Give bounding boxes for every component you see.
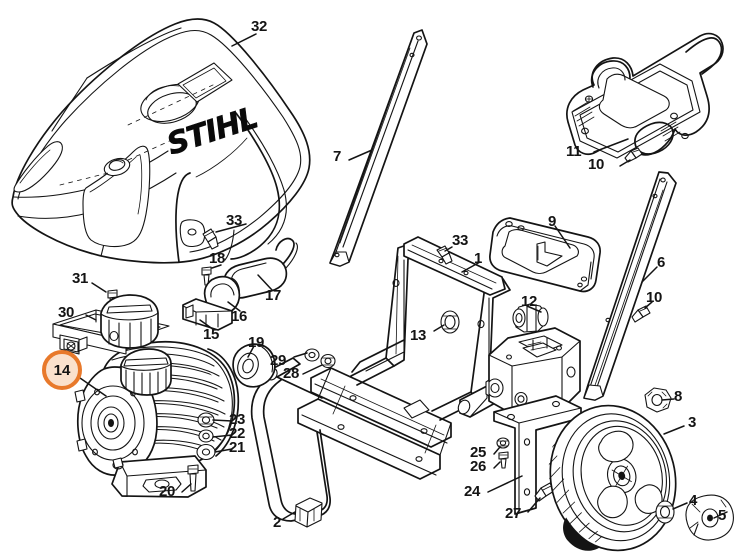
part-33a-screw <box>202 228 219 250</box>
part-13-grommet <box>440 310 460 334</box>
callout-2: 2 <box>273 514 282 531</box>
callout-10-upper: 10 <box>588 156 605 173</box>
callout-11: 11 <box>566 143 582 160</box>
callout-9: 9 <box>548 213 557 230</box>
callout-32: 32 <box>251 18 268 35</box>
callout-5: 5 <box>718 507 727 524</box>
callout-6: 6 <box>657 254 666 271</box>
callout-22: 22 <box>229 425 246 442</box>
part-3-wheel <box>542 404 677 552</box>
part-26-screw <box>498 451 509 469</box>
part-15-bracket-strap <box>182 298 233 331</box>
callout-12: 12 <box>521 293 538 310</box>
highlighted-callout-14[interactable]: 14 <box>42 350 82 390</box>
callout-8: 8 <box>674 388 683 405</box>
part-33b-screw <box>436 245 453 265</box>
part-11-upper-handle-bracket <box>566 32 724 159</box>
callout-30: 30 <box>58 304 75 321</box>
part-28-nut <box>320 353 336 369</box>
callout-29: 29 <box>270 352 287 369</box>
callout-19: 19 <box>248 334 265 351</box>
callout-17: 17 <box>265 287 282 304</box>
callout-13: 13 <box>410 327 427 344</box>
part-19-bushing <box>232 343 276 388</box>
callout-33-frame: 33 <box>452 232 469 249</box>
callout-23: 23 <box>229 411 246 428</box>
callout-27: 27 <box>505 505 522 522</box>
callout-31: 31 <box>72 270 89 287</box>
callout-20: 20 <box>159 483 176 500</box>
part-29-washer <box>304 348 320 362</box>
part-7-handle-tube-left <box>329 29 428 267</box>
callout-1: 1 <box>474 250 483 267</box>
part-5-hub-cap <box>685 494 734 541</box>
part-8-axle-nut <box>644 387 672 413</box>
part-10a-screw <box>624 147 643 163</box>
motor-terminal-block <box>100 294 159 349</box>
callout-15: 15 <box>203 326 220 343</box>
part-25-washer <box>496 437 510 449</box>
callout-4: 4 <box>689 492 698 509</box>
callout-28: 28 <box>283 365 300 382</box>
callout-3: 3 <box>688 414 697 431</box>
part-2-end-cap <box>294 497 323 528</box>
part-23-nut <box>197 412 215 428</box>
part-18-screw <box>201 266 212 286</box>
callout-26: 26 <box>470 458 487 475</box>
part-1-chassis-frame <box>250 236 511 522</box>
part-21-flat-washer <box>196 443 216 461</box>
part-32-engine-cowling <box>11 18 311 264</box>
part-22-lock-washer <box>198 429 214 443</box>
callout-7: 7 <box>333 148 342 165</box>
callout-24: 24 <box>464 483 481 500</box>
callout-25: 25 <box>470 444 487 461</box>
part-20-screw <box>187 464 199 492</box>
part-24-switch-mount-plate <box>493 395 582 515</box>
highlighted-callout-label: 14 <box>53 361 71 379</box>
part-6-handle-tube-right <box>583 171 677 401</box>
callout-18: 18 <box>209 250 226 267</box>
part-9-lance-holder <box>489 217 601 293</box>
leader-lines <box>79 33 728 520</box>
callout-33-cowling: 33 <box>226 212 243 229</box>
callout-21: 21 <box>229 439 246 456</box>
part-4-washer <box>655 500 675 524</box>
part-10b-screw <box>631 305 651 323</box>
switch-box <box>485 327 581 415</box>
callout-10-lower: 10 <box>646 289 663 306</box>
callout-16: 16 <box>231 308 248 325</box>
